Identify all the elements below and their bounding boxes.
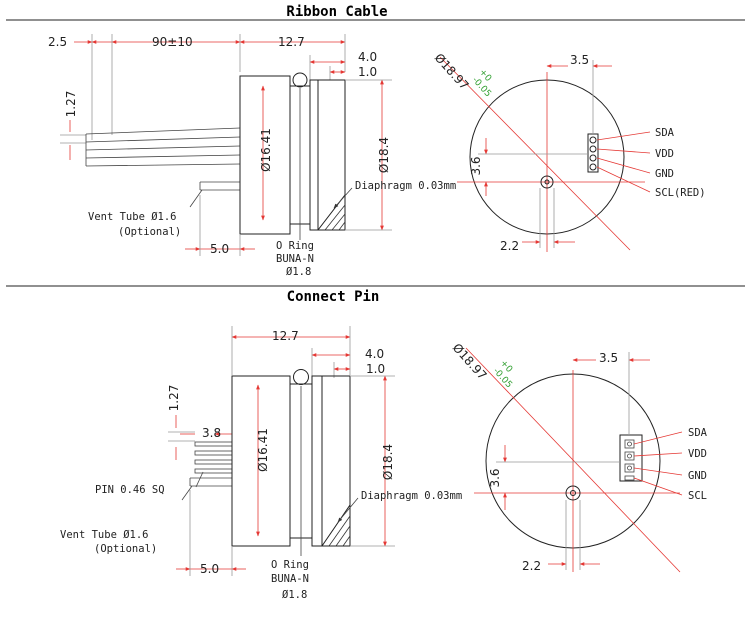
dim-2-5: 2.5: [48, 35, 67, 49]
pin-oring-material: BUNA-N: [271, 573, 309, 585]
oring-diameter: Ø1.8: [286, 266, 311, 278]
pin-dim-3-8: 3.8: [202, 426, 221, 440]
diaphragm-label: Diaphragm 0.03mm: [355, 180, 456, 192]
vent-tube-optional: (Optional): [118, 226, 181, 238]
dim-1-27: 1.27: [64, 91, 78, 118]
ribbon-sda: SDA: [655, 127, 675, 139]
pin-sq-label: PIN 0.46 SQ: [95, 484, 165, 496]
pin-dim-4-0: 4.0: [365, 347, 384, 361]
pin-dim-5-0: 5.0: [200, 562, 219, 576]
dim-4-0: 4.0: [358, 50, 377, 64]
ribbon-cable-title: Ribbon Cable: [286, 4, 387, 20]
pin-vdd: VDD: [688, 448, 707, 460]
dim-5-0: 5.0: [210, 242, 229, 256]
dim-90: 90±10: [152, 35, 193, 49]
pin-vent-tube-optional: (Optional): [94, 543, 157, 555]
ribbon-vdd: VDD: [655, 148, 674, 160]
pin-oring-label: O Ring: [271, 559, 309, 571]
vent-tube-label: Vent Tube Ø1.6: [88, 211, 177, 223]
pin-front-dim-3-6: 3.6: [488, 468, 502, 487]
connect-pin-title: Connect Pin: [287, 289, 380, 305]
pin-vent-tube-label: Vent Tube Ø1.6: [60, 529, 149, 541]
pin-front-dim-3-5: 3.5: [599, 351, 618, 365]
ribbon-dim-3-5: 3.5: [570, 53, 589, 67]
dim-12-7: 12.7: [278, 35, 305, 49]
dim-18-4: Ø18.4: [377, 137, 391, 173]
oring-material: BUNA-N: [276, 253, 314, 265]
pin-dim-1-0: 1.0: [366, 362, 385, 376]
ribbon-dim-2-2: 2.2: [500, 239, 519, 253]
pin-dim-16-41: Ø16.41: [256, 428, 270, 472]
pin-oring-diameter: Ø1.8: [282, 589, 307, 601]
dim-1-0: 1.0: [358, 65, 377, 79]
pin-side-view: 12.7 4.0 1.0 1.27 3.8 PIN 0.46 SQ: [60, 326, 462, 601]
pin-dim-18-4: Ø18.4: [381, 444, 395, 480]
ribbon-dim-3-6: 3.6: [469, 156, 483, 175]
ribbon-outer-dia: Ø18.97: [432, 51, 472, 93]
ribbon-scl: SCL(RED): [655, 187, 706, 199]
ribbon-side-view: 2.5 90±10 12.7 4.0 1.0 1.27: [48, 34, 456, 278]
pin-sda: SDA: [688, 427, 708, 439]
pin-dim-1-27: 1.27: [167, 385, 181, 412]
pin-front-dim-2-2: 2.2: [522, 559, 541, 573]
oring-label: O Ring: [276, 240, 314, 252]
pin-dim-12-7: 12.7: [272, 329, 299, 343]
pin-front-view: SDA VDD GND SCL 3.5 3.6 2.2 Ø18.97 +0 -0…: [450, 341, 708, 573]
pin-diaphragm-label: Diaphragm 0.03mm: [361, 490, 462, 502]
dim-16-41: Ø16.41: [259, 128, 273, 172]
ribbon-front-view: SDA VDD GND SCL(RED) 3.5 3.6 2.2 Ø18.97 …: [432, 51, 706, 253]
pin-gnd: GND: [688, 470, 707, 482]
ribbon-gnd: GND: [655, 168, 674, 180]
pin-outer-dia: Ø18.97: [450, 341, 490, 383]
pin-scl: SCL: [688, 490, 707, 502]
